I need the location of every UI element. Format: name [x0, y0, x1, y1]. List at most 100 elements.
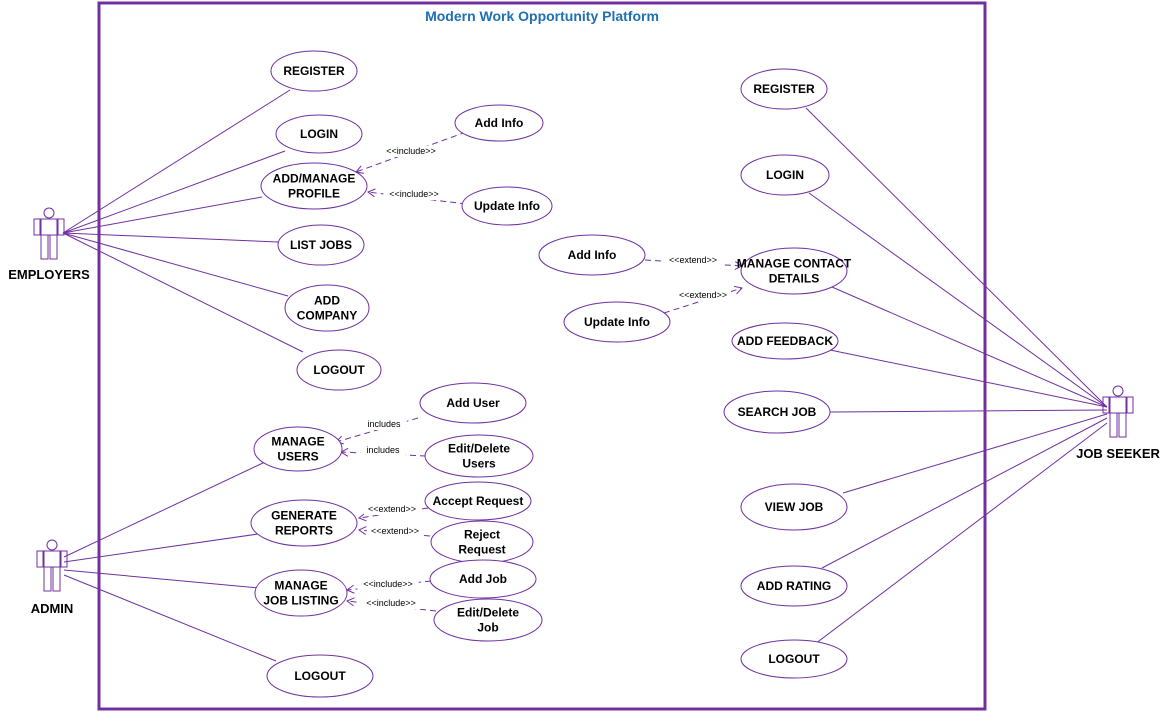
actor-employers-label: EMPLOYERS — [8, 267, 90, 282]
relationship-label-extend: <<extend>> — [368, 504, 416, 514]
dependency-line — [644, 259, 744, 271]
use-case-js-login[interactable]: LOGIN — [740, 154, 830, 196]
use-case-js-register[interactable]: REGISTER — [740, 68, 828, 110]
use-case-emp-logout[interactable]: LOGOUT — [296, 349, 382, 391]
use-case-label: LOGIN — [300, 127, 338, 141]
use-case-label: PROFILE — [288, 187, 340, 201]
use-case-label: Request — [458, 543, 505, 557]
use-case-emp-list-jobs[interactable]: LIST JOBS — [277, 224, 365, 266]
use-case-js-search[interactable]: SEARCH JOB — [723, 390, 831, 434]
use-case-js-view[interactable]: VIEW JOB — [740, 483, 848, 531]
use-case-label: Update Info — [584, 315, 650, 329]
use-case-label: ADD FEEDBACK — [737, 334, 833, 348]
use-case-job-add[interactable]: Add Job — [429, 559, 537, 599]
association-line — [62, 232, 304, 353]
use-case-emp-login[interactable]: LOGIN — [275, 114, 363, 154]
relationship-label-bg — [357, 579, 419, 590]
actor-employers[interactable]: EMPLOYERS — [8, 207, 90, 282]
relationship-label-include: <<include>> — [366, 598, 416, 608]
actor-admin-label: ADMIN — [31, 601, 74, 616]
use-case-js-rating[interactable]: ADD RATING — [740, 565, 848, 607]
use-case-ellipse — [260, 162, 368, 210]
association-line — [63, 533, 259, 563]
actor-job-seeker[interactable]: JOB SEEKER — [1076, 385, 1161, 461]
relationship-label-extend: <<extend>> — [669, 255, 717, 265]
use-case-label: REGISTER — [753, 82, 815, 96]
relationship-label-includes: includes — [367, 419, 401, 429]
use-case-ellipse — [419, 382, 527, 424]
use-case-label: JOB LISTING — [263, 594, 338, 608]
employers-figure-icon — [33, 207, 65, 260]
use-case-ellipse — [284, 284, 370, 332]
use-case-ellipse — [424, 434, 534, 478]
association-line — [63, 461, 266, 558]
use-case-ellipse — [275, 114, 363, 154]
use-case-ellipse — [433, 598, 543, 642]
use-case-ellipse — [254, 569, 348, 617]
association-lines — [62, 89, 1108, 662]
association-line — [808, 192, 1108, 408]
use-case-label: MANAGE — [271, 435, 324, 449]
relationship-label-include: <<include>> — [363, 579, 413, 589]
association-line — [62, 150, 286, 234]
association-line — [829, 409, 1108, 413]
use-case-usr-add[interactable]: Add User — [419, 382, 527, 424]
use-case-label: GENERATE — [271, 509, 337, 523]
relationship-label-bg — [364, 504, 420, 515]
use-case-ellipse — [740, 247, 848, 295]
use-case-label: MANAGE — [274, 579, 327, 593]
use-case-label: Update Info — [474, 199, 540, 213]
association-line — [62, 196, 263, 234]
job-seeker-figure-icon — [1102, 385, 1134, 438]
use-case-label: REGISTER — [283, 64, 345, 78]
use-case-label: ADD — [314, 294, 340, 308]
association-line — [62, 89, 291, 234]
use-case-ellipse — [740, 639, 848, 679]
use-case-ellipse — [424, 481, 532, 521]
admin-figure-icon — [36, 539, 68, 592]
use-case-emp-register[interactable]: REGISTER — [270, 50, 358, 92]
use-case-prof-add-info[interactable]: Add Info — [454, 104, 544, 142]
use-case-label: Users — [462, 457, 496, 471]
use-case-ellipse — [250, 499, 358, 547]
use-case-contact-update-info[interactable]: Update Info — [563, 301, 671, 343]
use-case-label: Add User — [446, 396, 500, 410]
use-case-ellipse — [296, 349, 382, 391]
use-case-js-logout[interactable]: LOGOUT — [740, 639, 848, 679]
use-case-prof-update-info[interactable]: Update Info — [461, 186, 553, 226]
use-case-js-feedback[interactable]: ADD FEEDBACK — [731, 322, 839, 360]
relationship-label-bg — [360, 598, 422, 609]
use-case-label: Job — [477, 621, 498, 635]
use-case-label: Add Info — [568, 248, 617, 262]
use-case-ellipse — [277, 224, 365, 266]
use-case-label: SEARCH JOB — [738, 405, 817, 419]
use-case-label: MANAGE CONTACT — [737, 257, 852, 271]
use-case-label: DETAILS — [769, 272, 819, 286]
relationship-label-bg — [665, 255, 721, 266]
actor-admin[interactable]: ADMIN — [31, 539, 74, 616]
use-case-ellipse — [563, 301, 671, 343]
relationship-label-includes: includes — [366, 445, 400, 455]
relationship-label-bg — [361, 419, 407, 430]
association-line — [62, 232, 289, 297]
relationship-label-bg — [380, 146, 442, 157]
relationship-label-include: <<include>> — [389, 189, 439, 199]
use-case-ellipse — [723, 390, 831, 434]
use-case-contact-add-info[interactable]: Add Info — [538, 234, 646, 276]
use-case-label: Reject — [464, 528, 500, 542]
use-case-label: LOGOUT — [294, 669, 346, 683]
use-case-adm-logout[interactable]: LOGOUT — [266, 654, 374, 698]
system-boundary — [97, 1, 987, 711]
use-case-rep-accept[interactable]: Accept Request — [424, 481, 532, 521]
use-case-label: COMPANY — [297, 309, 357, 323]
